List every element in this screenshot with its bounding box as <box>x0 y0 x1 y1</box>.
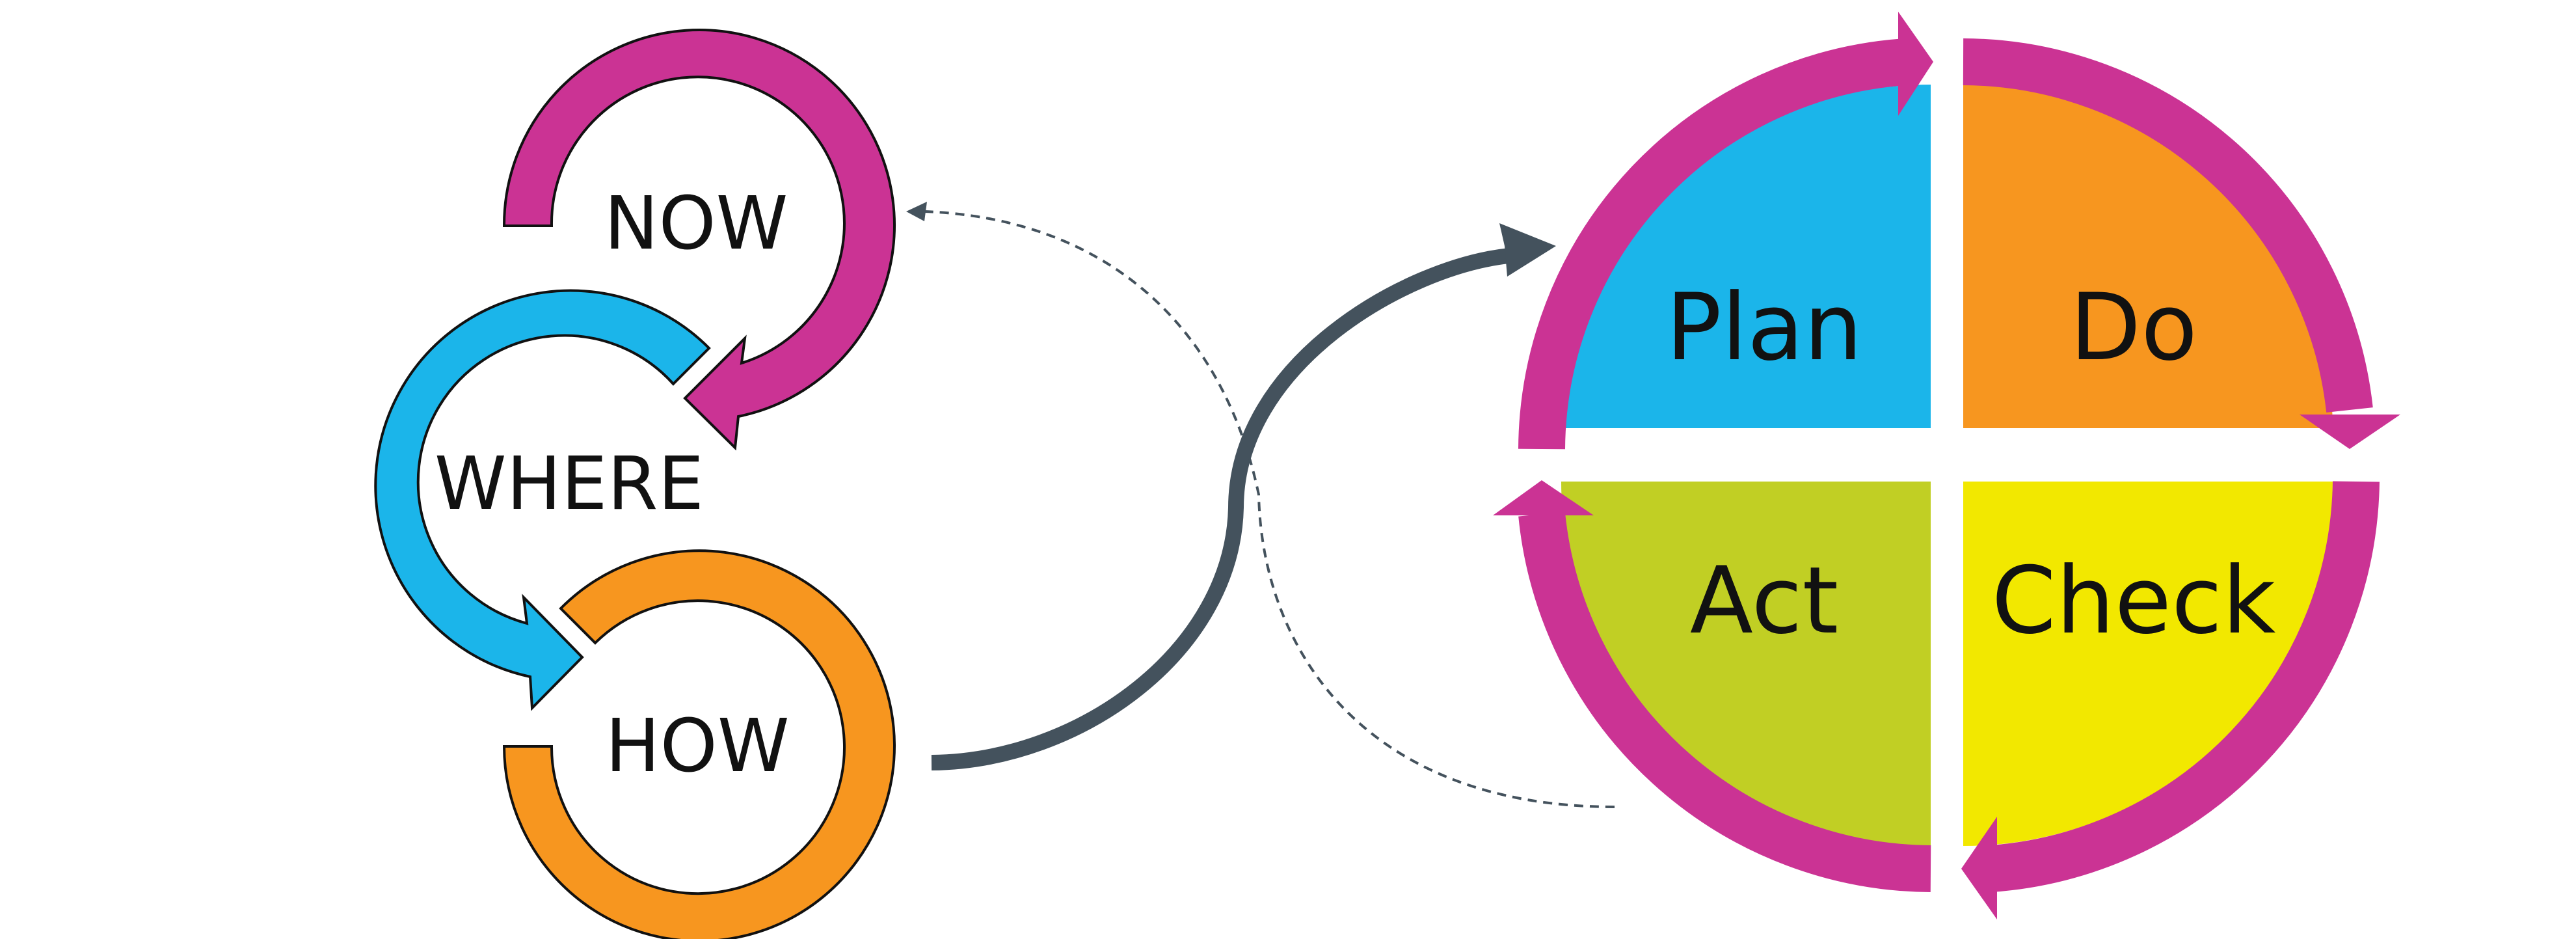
ring-arrowhead-act-icon <box>1493 480 1594 515</box>
plan-quadrant <box>1561 85 1931 428</box>
how-to-plan-connector <box>931 248 1510 770</box>
ring-arc-do <box>1963 38 2373 413</box>
ring-arrowhead-check-icon <box>1961 817 1997 919</box>
plan-label: Plan <box>1666 274 1862 381</box>
check-quadrant <box>1963 482 2333 846</box>
where-label: WHERE <box>435 442 704 526</box>
ring-arc-check <box>1989 481 2380 892</box>
do-label: Do <box>2070 274 2197 381</box>
act-label: Act <box>1690 547 1838 655</box>
now-arrow-ring <box>502 29 896 451</box>
how-arrow-ring <box>502 549 896 939</box>
dashed-arrowhead-icon <box>906 202 927 221</box>
do-quadrant <box>1963 85 2333 428</box>
ring-arrowhead-do-icon <box>2300 415 2400 449</box>
how-label: HOW <box>605 704 789 789</box>
ring-arrowhead-plan-icon <box>1898 12 1933 116</box>
now-label: NOW <box>604 182 788 266</box>
connector-arrowhead-icon <box>1499 223 1556 277</box>
ring-arc-act <box>1518 511 1931 892</box>
where-arrow-ring <box>374 289 711 711</box>
feedback-dashed-line <box>923 210 1615 808</box>
ring-arc-plan <box>1518 38 1908 450</box>
check-label: Check <box>1992 547 2276 655</box>
act-quadrant <box>1561 482 1931 846</box>
